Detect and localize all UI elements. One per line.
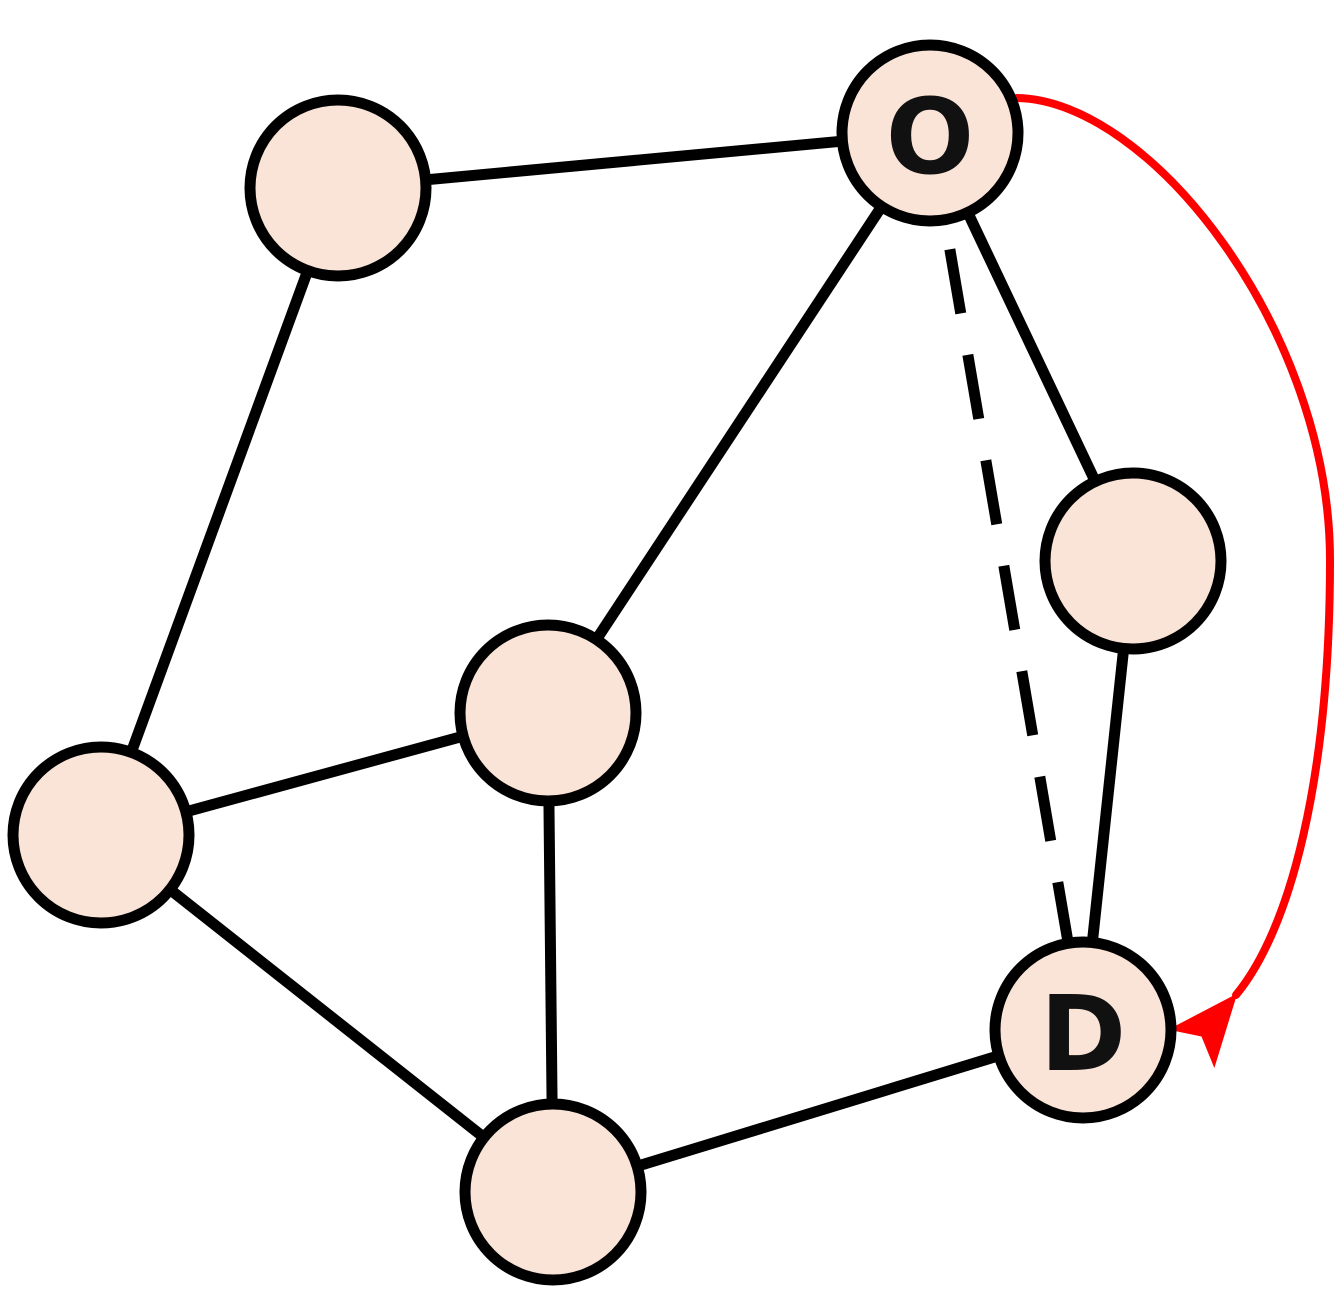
node-circle-n-right — [1039, 467, 1227, 655]
node-circle-origin — [836, 39, 1024, 227]
node-label-origin: O — [886, 76, 974, 198]
edge-n-left-to-n-bottom — [97, 830, 557, 1197]
node-circle-n-left — [7, 741, 195, 929]
node-origin: O — [836, 39, 1024, 227]
edge-origin-to-n-center — [543, 129, 935, 717]
node-n-right — [1039, 467, 1227, 655]
node-label-destination: D — [1040, 973, 1126, 1095]
edge-n-top-left-to-n-left — [95, 186, 344, 837]
route-arrow-origin-to-destination — [1013, 94, 1335, 1069]
node-n-left — [7, 741, 195, 929]
edge-origin-to-destination-dashed — [924, 132, 1089, 1031]
node-n-top-left — [244, 94, 432, 282]
route-layer — [1013, 94, 1335, 1069]
node-circle-n-bottom — [459, 1098, 647, 1286]
node-destination: D — [989, 936, 1177, 1124]
node-circle-destination — [989, 936, 1177, 1124]
nodes-layer: OD — [7, 39, 1227, 1286]
node-circle-n-top-left — [244, 94, 432, 282]
edge-n-top-left-to-origin — [337, 127, 931, 194]
node-n-bottom — [459, 1098, 647, 1286]
node-n-center — [454, 619, 642, 807]
node-circle-n-center — [454, 619, 642, 807]
